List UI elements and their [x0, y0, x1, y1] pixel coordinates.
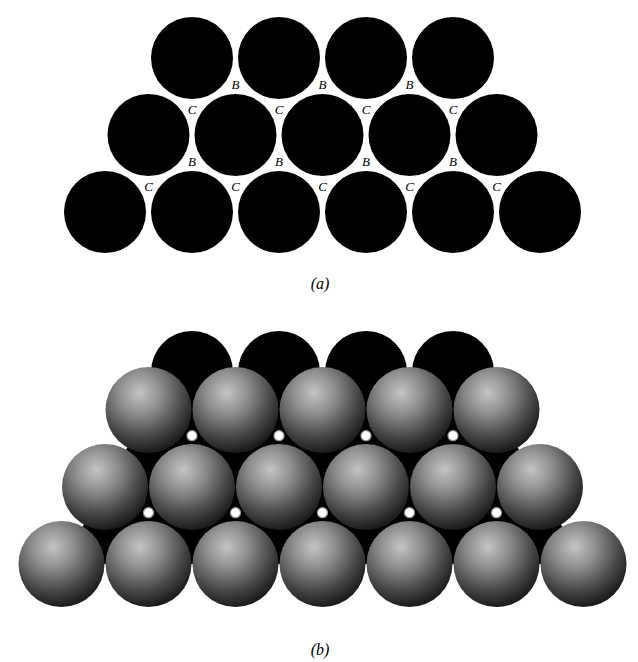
small-white-sphere [231, 508, 241, 518]
panel-label: (b) [309, 642, 332, 658]
black-sphere [238, 171, 320, 253]
site-letter: C [143, 180, 154, 193]
small-white-sphere [448, 431, 458, 441]
grey-sphere [106, 367, 192, 453]
site-letter: C [491, 180, 502, 193]
site-letter: C [448, 103, 459, 116]
grey-sphere [323, 444, 409, 530]
grey-sphere [149, 444, 235, 530]
layer-a-spheres [64, 17, 581, 253]
grey-sphere [280, 367, 366, 453]
grey-sphere [454, 367, 540, 453]
grey-sphere [280, 521, 366, 607]
grey-sphere [19, 521, 105, 607]
small-white-sphere [405, 508, 415, 518]
small-white-sphere [144, 508, 154, 518]
site-letter: C [361, 103, 372, 116]
grey-sphere [497, 444, 583, 530]
black-sphere [325, 17, 407, 99]
black-sphere [499, 171, 581, 253]
layer-b-illustration [19, 331, 627, 607]
site-letter: C [317, 180, 328, 193]
site-letter: C [187, 103, 198, 116]
black-sphere [412, 171, 494, 253]
site-letter: B [361, 154, 371, 167]
site-letter: C [404, 180, 415, 193]
grey-sphere [367, 521, 453, 607]
small-white-sphere [492, 508, 502, 518]
black-sphere [64, 171, 146, 253]
small-white-sphere [361, 431, 371, 441]
black-sphere [282, 94, 364, 176]
small-white-sphere [274, 431, 284, 441]
site-letter: C [230, 180, 241, 193]
c-site-dots [144, 431, 502, 518]
small-white-sphere [187, 431, 197, 441]
black-sphere [325, 171, 407, 253]
site-letter: B [231, 77, 241, 90]
site-letter: B [318, 77, 328, 90]
grey-sphere [62, 444, 148, 530]
grey-sphere [454, 521, 540, 607]
small-white-sphere [318, 508, 328, 518]
black-sphere [108, 94, 190, 176]
black-sphere [151, 171, 233, 253]
site-letter: B [187, 154, 197, 167]
grey-sphere [193, 521, 279, 607]
grey-sphere [410, 444, 496, 530]
grey-sphere [236, 444, 322, 530]
black-sphere [456, 94, 538, 176]
grey-sphere [367, 367, 453, 453]
site-letter: B [274, 154, 284, 167]
grey-sphere [541, 521, 627, 607]
site-letter: B [405, 77, 415, 90]
grey-sphere [106, 521, 192, 607]
panel-label: (a) [309, 276, 332, 292]
grey-layer [19, 367, 627, 607]
black-sphere [151, 17, 233, 99]
black-sphere [412, 17, 494, 99]
black-sphere [238, 17, 320, 99]
site-letter: B [448, 154, 458, 167]
black-sphere [195, 94, 277, 176]
site-letter: C [274, 103, 285, 116]
grey-sphere [193, 367, 279, 453]
black-sphere [369, 94, 451, 176]
